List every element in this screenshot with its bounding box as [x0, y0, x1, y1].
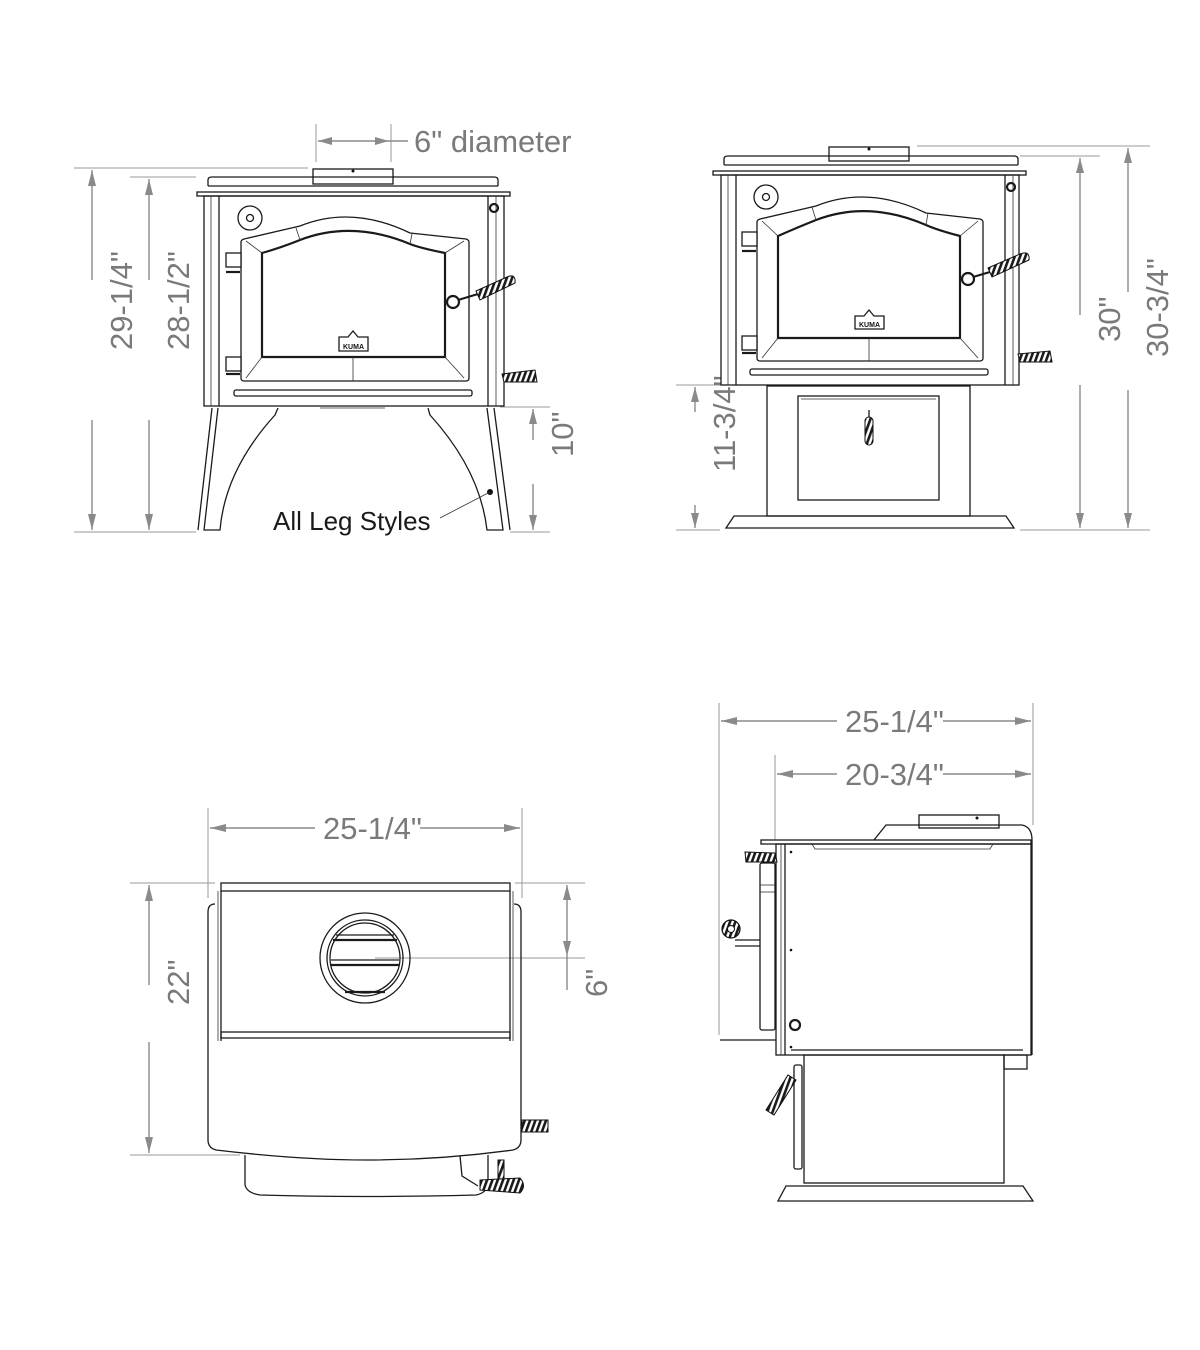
top-height-label: 28-1/2" [161, 251, 196, 350]
overall-depth-label: 25-1/4" [845, 704, 944, 739]
stove-body-pedestal: KUMA [712, 146, 1053, 386]
side-view: 25-1/4" 20-3/4" [718, 703, 1035, 1202]
all-leg-styles-callout: All Leg Styles [273, 491, 491, 536]
width-label-top: 25-1/4" [323, 811, 422, 846]
stove-top-outline [207, 882, 549, 1198]
depth-label-top: 22" [161, 960, 196, 1006]
depth-dimension-top: 22" [130, 882, 240, 1156]
width-dimension-top: 25-1/4" [207, 808, 523, 898]
svg-text:KUMA: KUMA [343, 344, 364, 351]
pedestal-base [724, 385, 1016, 529]
leg-height-dimension: 10" [500, 406, 580, 533]
overall-depth-dimension: 25-1/4" [718, 703, 1034, 1035]
leg-height-label: 10" [545, 412, 580, 458]
overall-height-label-pedestal: 30-3/4" [1140, 258, 1175, 357]
pedestal-height-dimension: 11-3/4" [676, 375, 742, 531]
flue-offset-label: 6" [579, 969, 614, 997]
overall-height-label: 29-1/4" [104, 251, 139, 350]
top-height-dimension: 28-1/2" [130, 176, 196, 530]
pedestal-height-label: 11-3/4" [707, 375, 742, 472]
flue-diameter-label: 6" diameter [414, 124, 571, 159]
door-handle-icon-pedestal [960, 252, 1030, 287]
stove-side-outline [720, 814, 1033, 1056]
flue-collar-icon [319, 912, 411, 1004]
top-height-dimension-pedestal: 30" [1020, 155, 1150, 531]
front-view-pedestal: 11-3/4" 30" 30-3/4" [676, 145, 1175, 531]
ash-drawer-handle-icon [864, 410, 874, 446]
kuma-logo-pedestal: KUMA [854, 308, 885, 330]
flue-offset-dimension: 6" [375, 882, 614, 997]
flue-diameter-dimension: 6" diameter [315, 124, 571, 162]
body-depth-label: 20-3/4" [845, 757, 944, 792]
kuma-logo: KUMA [338, 329, 369, 352]
door-handle-icon [445, 275, 516, 310]
leg-note-label: All Leg Styles [273, 506, 431, 536]
svg-text:KUMA: KUMA [859, 322, 880, 329]
side-pedestal [765, 1054, 1035, 1202]
top-height-label-pedestal: 30" [1092, 297, 1127, 343]
overall-height-dimension: 29-1/4" [74, 167, 308, 533]
body-depth-dimension: 20-3/4" [774, 755, 1031, 840]
stove-legs [197, 407, 511, 531]
top-view: 25-1/4" 22" 6" [130, 808, 614, 1198]
stove-body-front: KUMA [196, 168, 538, 409]
overall-height-dimension-pedestal: 30-3/4" [917, 145, 1175, 528]
front-view-legs: 6" diameter 29-1/4" 28-1/2" [74, 124, 580, 536]
